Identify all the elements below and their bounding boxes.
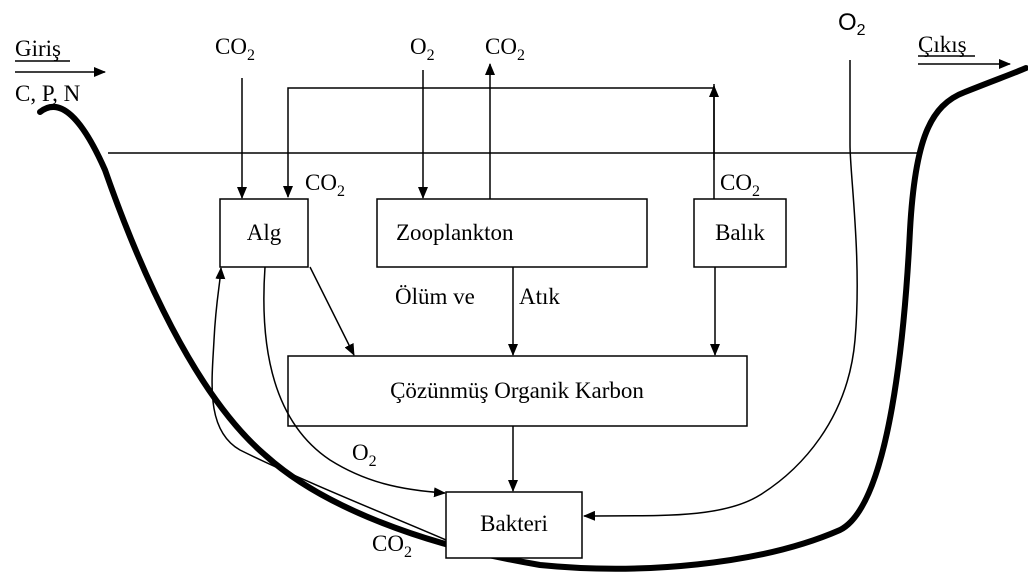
bakteri-co2-to-alg-arrow — [211, 267, 447, 541]
alg-box — [219, 198, 309, 268]
loop-to-alg-arrow — [283, 87, 714, 198]
lake-basin-outline — [37, 65, 1028, 572]
cikis-label: Çıkış — [918, 32, 967, 57]
zooplankton-label: Zooplankton — [396, 220, 514, 245]
alg-label: Alg — [247, 220, 282, 245]
balik-box — [693, 198, 787, 268]
balik-label: Balık — [715, 220, 765, 245]
cok-box — [287, 355, 748, 427]
atik-label: Atık — [519, 284, 560, 309]
o2-top-label: O2 — [410, 34, 435, 64]
zooplankton-box — [376, 198, 648, 268]
alg-to-cok-arrow — [309, 266, 355, 356]
o2-right-label: O2 — [838, 9, 866, 39]
bakteri-label: Bakteri — [480, 511, 548, 536]
co2-top-left-label: CO2 — [215, 34, 255, 64]
o2-to-bakteri-arrow — [583, 60, 858, 521]
co2-top-right-label: CO2 — [485, 34, 525, 64]
co2-alg-label: CO2 — [305, 170, 345, 200]
o2-bottom-label: O2 — [352, 440, 377, 470]
alg-o2-to-bakteri-arrow — [263, 266, 446, 498]
giris-label: Giriş — [15, 36, 61, 61]
olum-label: Ölüm ve — [395, 284, 475, 309]
bakteri-box — [445, 491, 583, 559]
cpn-label: C, P, N — [15, 81, 81, 106]
co2-balik-label: CO2 — [720, 170, 760, 200]
cok-label: Çözünmüş Organik Karbon — [390, 378, 644, 403]
co2-bottom-label: CO2 — [372, 531, 412, 561]
